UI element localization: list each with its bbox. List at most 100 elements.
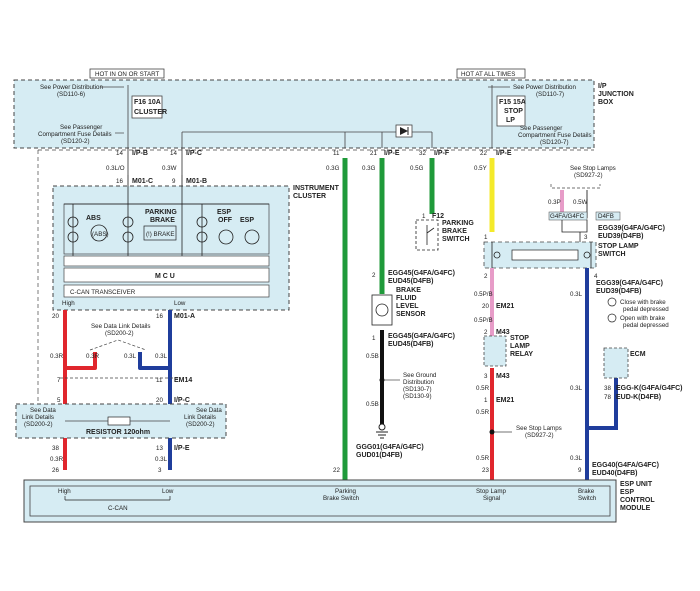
resistor-label: RESISTOR 120ohm — [86, 429, 150, 436]
ecm-label: ECM — [630, 351, 646, 358]
svg-text:EUD-K(D4FB): EUD-K(D4FB) — [616, 394, 661, 401]
svg-text:9: 9 — [578, 467, 582, 474]
svg-text:14: 14 — [116, 150, 123, 157]
svg-text:1: 1 — [484, 397, 488, 404]
svg-text:(ABS): (ABS) — [92, 231, 109, 238]
svg-text:EUD45(D4FB): EUD45(D4FB) — [388, 278, 434, 285]
svg-text:BRAKE: BRAKE — [442, 228, 467, 235]
svg-text:ESP: ESP — [620, 489, 634, 496]
mcu-bar — [63, 255, 270, 267]
svg-text:F15 15A: F15 15A — [499, 99, 526, 106]
see-power-left: See Power Distribution (SD110-6) — [40, 84, 103, 98]
svg-text:CLUSTER: CLUSTER — [293, 193, 326, 200]
stop-lamp-switch-title: STOP LAMP SWITCH — [598, 243, 639, 258]
esp-unit — [29, 485, 611, 517]
svg-text:I/P: I/P — [598, 83, 607, 90]
svg-text:PARKING: PARKING — [145, 209, 177, 216]
svg-text:22: 22 — [333, 467, 340, 474]
svg-text:0.3L: 0.3L — [570, 455, 583, 462]
svg-text:(SD200-2): (SD200-2) — [186, 421, 215, 428]
svg-text:I/P-C: I/P-C — [186, 150, 202, 157]
svg-text:EUD45(D4FB): EUD45(D4FB) — [388, 341, 434, 348]
svg-text:Compartment Fuse Details: Compartment Fuse Details — [518, 132, 592, 139]
svg-text:RELAY: RELAY — [510, 351, 533, 358]
svg-text:0.3L: 0.3L — [570, 291, 583, 298]
svg-text:3: 3 — [484, 373, 488, 380]
egg39-top: EGG39(G4FA/G4FC) EUD39(D4FB) — [598, 225, 665, 240]
svg-text:LP: LP — [506, 117, 515, 124]
svg-text:M01-B: M01-B — [186, 178, 207, 185]
svg-text:Compartment Fuse Details: Compartment Fuse Details — [38, 131, 112, 138]
brake-fluid-title: BRAKE FLUID LEVEL SENSOR — [396, 287, 426, 318]
see-stop-lamps-mid: See Stop Lamps (SD927-2) — [516, 425, 562, 439]
svg-text:Close with brake: Close with brake — [620, 299, 666, 306]
connector-ipb: 14 I/P-B 0.3L/O 16 M01-C — [106, 150, 153, 185]
svg-text:3: 3 — [158, 467, 162, 474]
svg-text:20: 20 — [482, 303, 489, 310]
svg-text:ESP: ESP — [217, 209, 231, 216]
svg-text:High: High — [58, 488, 71, 495]
svg-text:22: 22 — [480, 150, 487, 157]
mcu-label: M C U — [155, 273, 175, 280]
svg-text:0.3L: 0.3L — [124, 353, 137, 360]
svg-text:STOP: STOP — [510, 335, 529, 342]
svg-text:See Stop Lamps: See Stop Lamps — [516, 425, 562, 432]
svg-text:SWITCH: SWITCH — [442, 236, 470, 243]
egg45-bottom: 1 EGG45(G4FA/G4FC) EUD45(D4FB) — [372, 333, 455, 348]
svg-text:23: 23 — [482, 467, 489, 474]
svg-text:0.5G: 0.5G — [410, 165, 424, 172]
can-high-wire — [63, 310, 97, 470]
svg-text:5: 5 — [57, 397, 61, 404]
see-pass-right: See Passenger Compartment Fuse Details (… — [518, 125, 592, 146]
ip-junction-box-title: I/P JUNCTION BOX — [598, 83, 634, 106]
svg-text:38: 38 — [604, 385, 611, 392]
svg-text:BOX: BOX — [598, 99, 614, 106]
svg-text:14: 14 — [170, 150, 177, 157]
mcu-block — [63, 267, 270, 283]
svg-text:EGG39(G4FA/G4FC): EGG39(G4FA/G4FC) — [596, 280, 663, 287]
svg-text:0.3W: 0.3W — [162, 165, 177, 172]
tag-g4fa — [548, 211, 588, 221]
svg-text:Switch: Switch — [578, 495, 597, 502]
see-ground: See Ground Distribution (SD130-7) (SD130… — [403, 372, 437, 400]
svg-text:0.3R: 0.3R — [50, 353, 64, 360]
svg-text:LEVEL: LEVEL — [396, 303, 419, 310]
svg-text:FLUID: FLUID — [396, 295, 417, 302]
eggk-conn: EGG-K(G4FA/G4FC) EUD-K(D4FB) — [616, 385, 683, 401]
svg-text:0.3R: 0.3R — [86, 353, 100, 360]
svg-text:0.5B: 0.5B — [366, 353, 379, 360]
svg-text:(SD110-6): (SD110-6) — [57, 91, 85, 98]
svg-text:I/P-B: I/P-B — [132, 150, 148, 157]
svg-text:7: 7 — [57, 377, 61, 384]
svg-text:11: 11 — [156, 377, 163, 384]
svg-text:(SD130-9): (SD130-9) — [403, 393, 432, 400]
svg-text:(SD130-7): (SD130-7) — [403, 386, 432, 393]
svg-text:(SD927-2): (SD927-2) — [525, 432, 554, 439]
svg-text:MODULE: MODULE — [620, 505, 651, 512]
svg-text:GUD01(D4FB): GUD01(D4FB) — [356, 452, 402, 459]
svg-text:(SD110-7): (SD110-7) — [536, 91, 564, 98]
svg-text:See Data: See Data — [196, 407, 222, 414]
egg39-bottom: EGG39(G4FA/G4FC) EUD39(D4FB) — [596, 280, 663, 295]
svg-text:I/P-C: I/P-C — [174, 397, 190, 404]
svg-text:EGG45(G4FA/G4FC): EGG45(G4FA/G4FC) — [388, 270, 455, 277]
svg-text:BRAKE: BRAKE — [396, 287, 421, 294]
svg-text:26: 26 — [52, 467, 59, 474]
svg-text:EUD39(D4FB): EUD39(D4FB) — [596, 288, 642, 295]
svg-text:(SD200-2): (SD200-2) — [24, 421, 53, 428]
see-stop-lamps-top: See Stop Lamps (SD927-2) — [570, 165, 616, 179]
esp-off-icon — [218, 229, 234, 245]
svg-text:(SD927-2): (SD927-2) — [574, 172, 603, 179]
svg-text:4: 4 — [594, 273, 598, 280]
svg-text:C-CAN TRANSCEIVER: C-CAN TRANSCEIVER — [70, 289, 136, 296]
egg40-conn: EGG40(G4FA/G4FC) EUD40(D4FB) — [592, 462, 659, 477]
svg-text:EUD40(D4FB): EUD40(D4FB) — [592, 470, 638, 477]
svg-text:0.3P: 0.3P — [548, 199, 561, 206]
svg-text:High: High — [62, 300, 75, 307]
svg-text:0.3R: 0.3R — [50, 456, 64, 463]
svg-text:pedal depressed: pedal depressed — [623, 306, 669, 313]
svg-text:(SD120-2): (SD120-2) — [61, 138, 90, 145]
see-data-link-left: See Data Link Details (SD200-2) — [22, 407, 56, 428]
svg-text:3: 3 — [584, 234, 588, 241]
svg-text:Link Details: Link Details — [22, 414, 54, 421]
